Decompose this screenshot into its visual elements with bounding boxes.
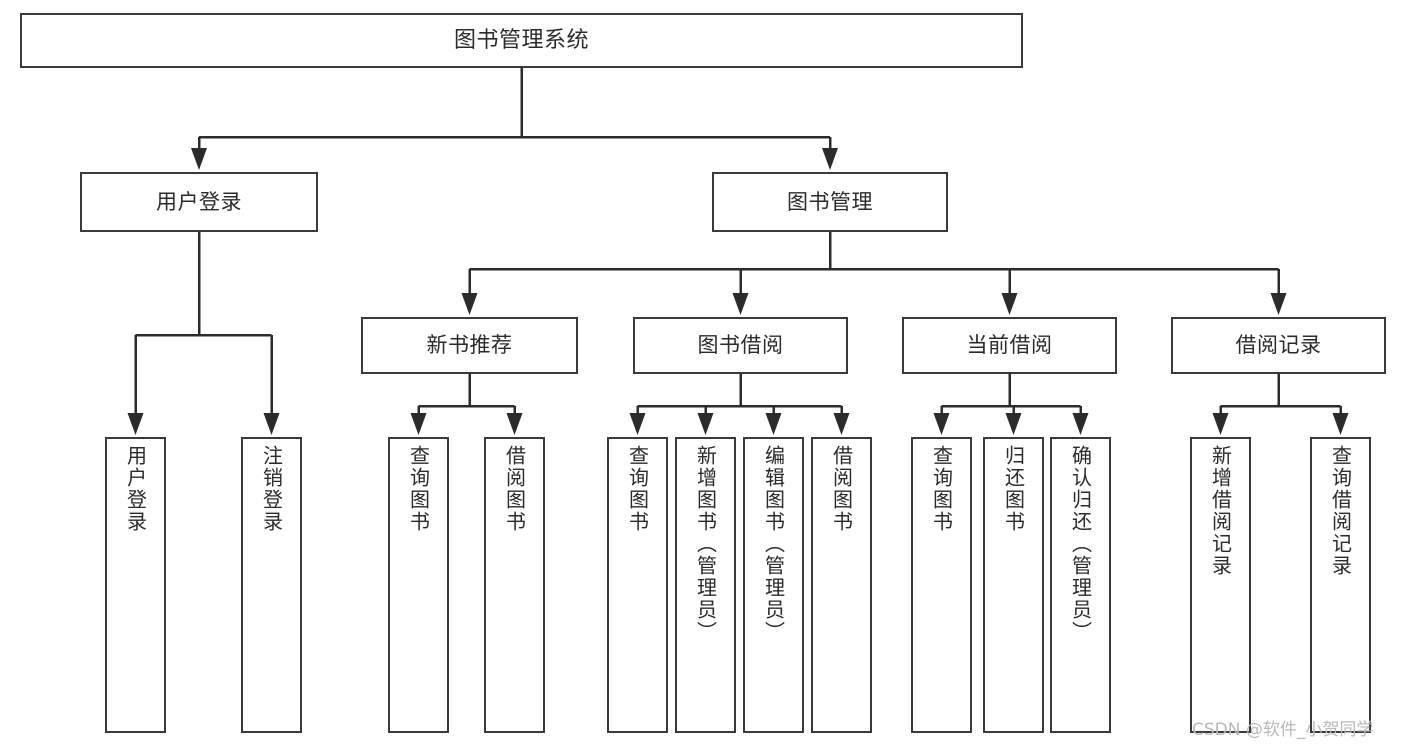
arrow-head — [263, 413, 280, 435]
arrow-head — [1332, 413, 1349, 435]
node-l2[interactable]: 注销登录 — [241, 437, 302, 733]
csdn-watermark: CSDN @软件_小贺同学 — [1192, 720, 1374, 740]
arrow-head — [822, 148, 838, 170]
node-label: 图书管理 — [787, 189, 873, 214]
node-label: 图书管理系统 — [453, 27, 589, 53]
node-bookmgmt[interactable]: 图书管理 — [712, 172, 948, 232]
node-l1[interactable]: 用户登录 — [105, 437, 166, 733]
arrow-head — [933, 413, 950, 435]
node-label: 注销登录 — [259, 445, 284, 533]
node-l13[interactable]: 查询借阅记录 — [1310, 437, 1371, 733]
node-l3[interactable]: 查询图书 — [388, 437, 449, 733]
arrow-head — [732, 293, 749, 315]
node-label: 新书推荐 — [426, 333, 513, 358]
arrow-head — [1212, 413, 1229, 435]
arrow-head — [1072, 413, 1089, 435]
arrow-head — [833, 413, 850, 435]
node-label: 归还图书 — [1001, 445, 1026, 533]
arrow-head — [127, 413, 144, 435]
node-l9[interactable]: 查询图书 — [911, 437, 972, 733]
node-l12[interactable]: 新增借阅记录 — [1190, 437, 1251, 733]
node-label: 借阅记录 — [1235, 333, 1322, 358]
arrow-head — [629, 413, 646, 435]
arrow-head — [191, 148, 207, 170]
node-label: 确认归还（管理员） — [1068, 445, 1093, 643]
node-label: 编辑图书（管理员） — [761, 445, 786, 643]
arrow-head — [461, 293, 478, 315]
node-label: 新增借阅记录 — [1208, 445, 1233, 577]
node-label: 借阅图书 — [502, 445, 527, 533]
node-newbook[interactable]: 新书推荐 — [361, 317, 578, 374]
node-label: 用户登录 — [156, 189, 242, 214]
node-l11[interactable]: 确认归还（管理员） — [1050, 437, 1111, 733]
node-login[interactable]: 用户登录 — [80, 172, 318, 232]
node-label: 查询图书 — [406, 445, 431, 533]
node-l8[interactable]: 借阅图书 — [811, 437, 872, 733]
node-records[interactable]: 借阅记录 — [1171, 317, 1386, 374]
node-l5[interactable]: 查询图书 — [607, 437, 668, 733]
arrow-head — [697, 413, 714, 435]
arrow-head — [1270, 293, 1287, 315]
arrow-head — [1001, 293, 1018, 315]
arrow-head — [410, 413, 427, 435]
node-l10[interactable]: 归还图书 — [983, 437, 1044, 733]
arrow-head — [1005, 413, 1022, 435]
arrow-head — [765, 413, 782, 435]
node-label: 借阅图书 — [829, 445, 854, 533]
node-label: 当前借阅 — [966, 333, 1053, 358]
node-l6[interactable]: 新增图书（管理员） — [675, 437, 736, 733]
node-l7[interactable]: 编辑图书（管理员） — [743, 437, 804, 733]
node-current[interactable]: 当前借阅 — [902, 317, 1117, 374]
node-label: 用户登录 — [123, 445, 148, 533]
node-label: 查询借阅记录 — [1328, 445, 1353, 577]
node-label: 新增图书（管理员） — [693, 445, 718, 643]
node-root[interactable]: 图书管理系统 — [20, 13, 1023, 68]
node-label: 查询图书 — [625, 445, 650, 533]
node-label: 查询图书 — [929, 445, 954, 533]
node-borrow[interactable]: 图书借阅 — [633, 317, 848, 374]
node-l4[interactable]: 借阅图书 — [484, 437, 545, 733]
node-label: 图书借阅 — [697, 333, 784, 358]
arrow-head — [506, 413, 523, 435]
